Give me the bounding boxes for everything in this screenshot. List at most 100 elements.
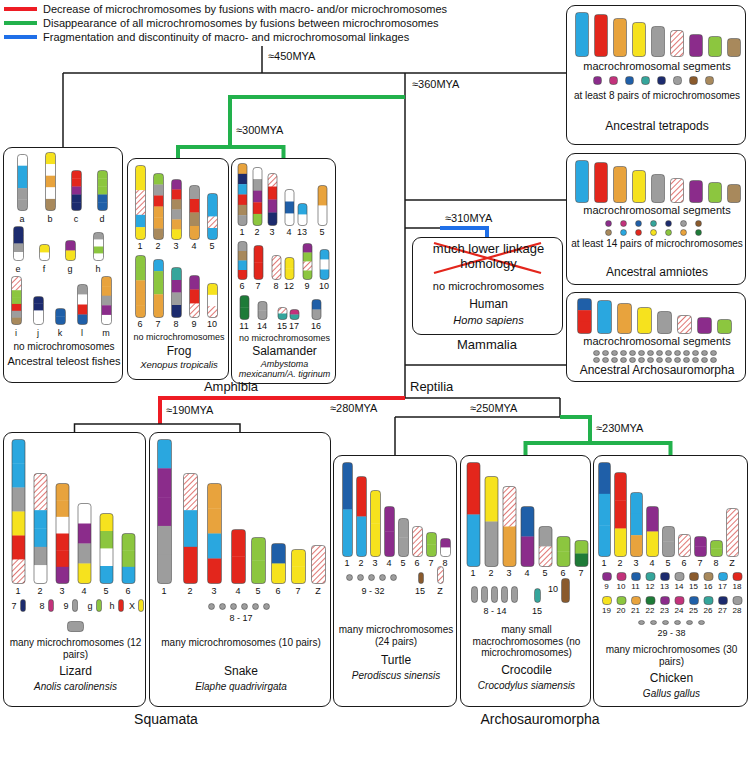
chromosome-outline [681, 221, 687, 227]
chromosome-outline [658, 77, 666, 85]
chromosome-number: Z [723, 558, 741, 568]
chromosome-outline [614, 167, 627, 203]
karyotype-box: 1234567Z8 - 17many microchromosomes (10 … [149, 432, 331, 707]
chromosome [652, 27, 665, 57]
chromosome-segment [521, 507, 534, 537]
chromosome-segment [98, 195, 108, 203]
chromosome-outline [184, 474, 198, 584]
chromosome-segment [72, 203, 82, 211]
chromosome-segment [380, 575, 386, 581]
chromosome-outline [78, 285, 88, 325]
chromosome-outline [646, 573, 655, 581]
chromosome-number: 6 [408, 558, 426, 568]
chromosome-number: 9 [57, 601, 75, 611]
chromosome-outline [357, 477, 367, 557]
chromosome [690, 35, 703, 57]
karyotype-box: 12345678910no microchromosomesFrogXenopu… [127, 158, 229, 380]
chromosome-segment [278, 308, 287, 314]
chromosome [639, 358, 645, 363]
chromosome-segment [102, 286, 112, 296]
tree-branch [160, 398, 405, 424]
chromosome-segment [18, 177, 28, 189]
chromosome [614, 19, 627, 57]
chromosome-outline [427, 533, 437, 557]
chromosome [675, 573, 684, 581]
chromosome-outline [658, 312, 672, 334]
chromosome [521, 507, 534, 567]
chromosome [666, 230, 672, 236]
chromosome-segment [102, 305, 112, 315]
chromosome-number: g [81, 601, 99, 611]
chromosome [272, 256, 281, 280]
chromosome-outline [482, 587, 488, 603]
chromosome-segment [208, 284, 218, 296]
divergence-time: ≈280MYA [330, 402, 395, 415]
chromosome-segment [639, 358, 645, 363]
box-text: many microchromosomes (10 pairs) [152, 637, 330, 649]
chromosome-segment [14, 235, 24, 244]
chromosome [535, 589, 541, 603]
clade-label: Squamata [91, 711, 241, 727]
box-text: much lower linkage homology [428, 242, 549, 272]
chromosome-segment [578, 322, 592, 334]
chromosome-number: h [103, 601, 121, 611]
chromosome-segment [238, 174, 247, 185]
chromosome [100, 514, 113, 584]
chromosome-outline [34, 474, 47, 584]
chromosome [681, 230, 687, 236]
chromosome [642, 77, 650, 85]
chromosome-outline [698, 318, 712, 334]
chromosome [122, 534, 135, 584]
chromosome [427, 533, 437, 557]
chromosome-segment [727, 509, 739, 557]
chromosome-segment [320, 260, 329, 270]
chromosome-segment [172, 210, 182, 220]
chromosome-segment [56, 567, 69, 584]
chromosome-outline [391, 575, 397, 581]
chromosome-segment [647, 507, 659, 532]
chromosome-number: 21 [627, 606, 645, 615]
chromosome-outline [666, 230, 672, 236]
box-text: many microchromosomes (12 pairs) [6, 637, 145, 660]
chromosome-outline [385, 507, 395, 557]
chromosome [594, 351, 600, 356]
chromosome-segment [539, 547, 552, 567]
chromosome-segment [102, 277, 112, 287]
chromosome [675, 597, 684, 605]
chromosome-segment [719, 573, 728, 581]
chromosome-number: 6 [233, 281, 251, 291]
legend-text: Fragmentation and discontinuity of macro… [43, 30, 409, 44]
chromosome-segment [98, 187, 108, 195]
chromosome [684, 351, 690, 356]
chromosome-number: 24 [670, 606, 688, 615]
chromosome [684, 358, 690, 363]
chromosome-segment [136, 268, 146, 281]
chromosome-number: 6 [675, 558, 693, 568]
chromosome-outline [621, 230, 627, 236]
chromosome-segment [485, 477, 498, 522]
chromosome-outline [172, 180, 182, 240]
chromosome [702, 351, 708, 356]
chromosome-segment [599, 494, 611, 526]
chromosome-segment [258, 311, 267, 320]
chromosome-segment [646, 597, 655, 605]
tree-branch [62, 73, 64, 147]
chromosome-outline [49, 600, 54, 612]
chromosome [68, 622, 84, 632]
chromosome [419, 573, 424, 584]
chromosome-segment [298, 204, 307, 215]
chromosome-number: 2 [248, 227, 266, 237]
chromosome-number: 10 [203, 319, 221, 329]
chromosome-segment [595, 163, 608, 203]
tree-branch [560, 417, 590, 443]
chromosome-number: 9 [598, 582, 616, 591]
chromosome-segment [172, 280, 182, 293]
chromosome-segment [268, 187, 277, 200]
chromosome [56, 484, 69, 584]
chromosome-segment [578, 310, 592, 322]
chromosome [598, 301, 612, 334]
chromosome-outline [136, 166, 146, 240]
chromosome-segment [427, 545, 437, 557]
chromosome [646, 597, 655, 605]
chromosome-outline [648, 358, 654, 363]
